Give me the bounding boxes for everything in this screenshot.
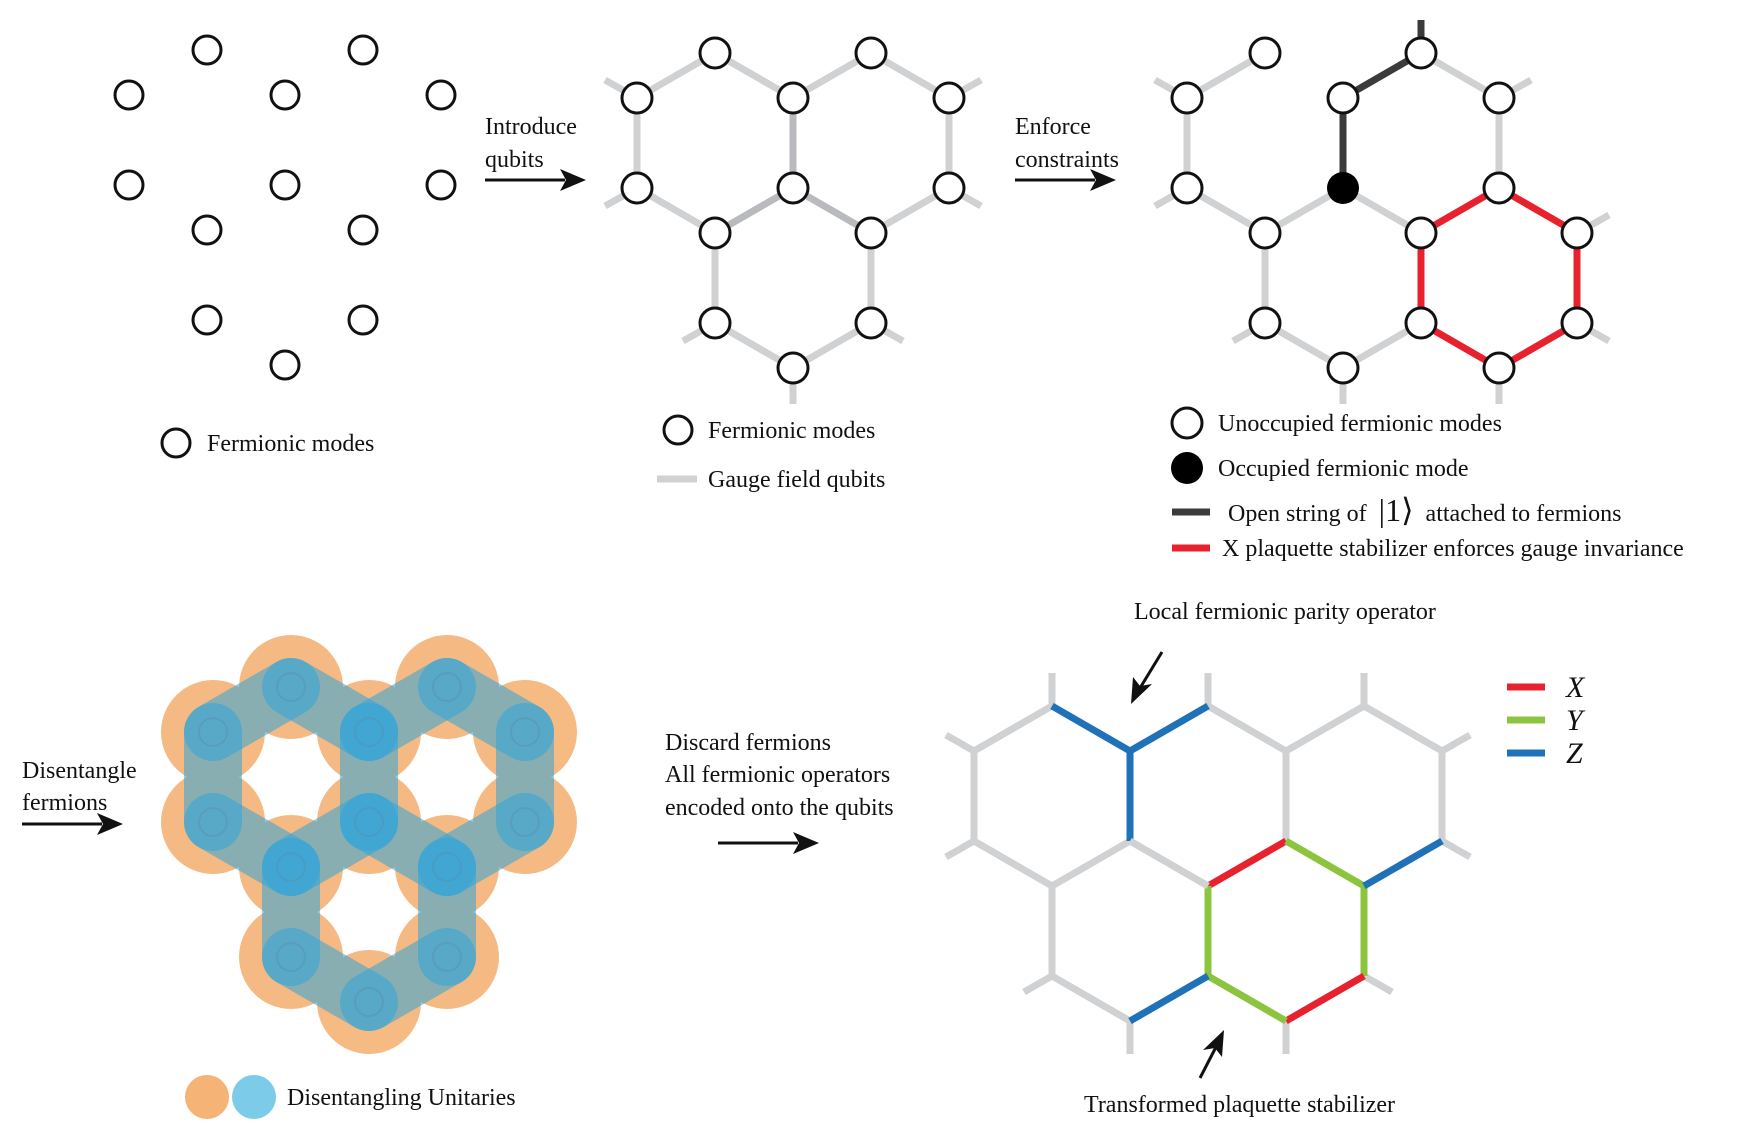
arrow4-line3: encoded onto the qubits	[665, 795, 894, 821]
mode-node	[1482, 171, 1516, 205]
panel-constraints	[1153, 20, 1611, 404]
arrow3-line2: fermions	[22, 790, 107, 816]
mode-node	[698, 306, 732, 340]
legend-y-label: Y	[1566, 704, 1586, 737]
legend-modes-label: Fermionic modes	[207, 431, 374, 457]
mode-node	[854, 36, 888, 70]
arrow3-line1: Disentangle	[22, 758, 137, 784]
mode-node	[1404, 306, 1438, 340]
panel-disentangling	[161, 635, 577, 1054]
arrow4-line1: Discard fermions	[665, 730, 831, 756]
mode-node	[347, 304, 379, 336]
panel-gauge-lattice	[603, 36, 983, 404]
mode-node	[932, 171, 966, 205]
legend-mode-symbol	[662, 414, 694, 446]
mode-node	[1482, 81, 1516, 115]
transformed-plaquette	[1128, 837, 1444, 1025]
mode-node	[776, 351, 810, 385]
mode-node	[425, 169, 457, 201]
mode-node	[854, 306, 888, 340]
mode-node	[1560, 216, 1594, 250]
mode-node	[269, 79, 301, 111]
mode-node	[620, 81, 654, 115]
arrow-disentangle-fermions: Disentangle fermions	[22, 758, 137, 835]
legend-x-label: X	[1565, 671, 1586, 704]
mode-node	[1248, 216, 1282, 250]
annotation-parity-operator: Local fermionic parity operator	[1134, 599, 1436, 625]
mode-node	[269, 349, 301, 381]
mode-node	[1560, 306, 1594, 340]
mode-node	[1248, 306, 1282, 340]
mode-node	[698, 216, 732, 250]
arrow-enforce-constraints: Enforce constraints	[1015, 114, 1119, 191]
pauli-legend: X Y Z	[1507, 671, 1586, 770]
panel-fermionic-modes	[113, 34, 457, 381]
legend-plaquette-label: X plaquette stabilizer enforces gauge in…	[1222, 536, 1684, 562]
x-plaquette-stabilizer	[1417, 184, 1581, 372]
mode-node	[1482, 351, 1516, 385]
mode-node	[1404, 36, 1438, 70]
legend-orange-unitary	[185, 1075, 229, 1119]
mode-node	[347, 214, 379, 246]
legend-modes-label: Fermionic modes	[708, 418, 875, 444]
legend-unitaries-label: Disentangling Unitaries	[287, 1085, 516, 1111]
mode-node	[1170, 81, 1204, 115]
mode-node	[347, 34, 379, 66]
arrow-discard-fermions: Discard fermions All fermionic operators…	[665, 730, 894, 854]
panel-qubit-lattice	[944, 673, 1472, 1054]
legend-gauge-label: Gauge field qubits	[708, 467, 885, 493]
mode-node	[191, 304, 223, 336]
annotation-plaquette-arrow	[1198, 1030, 1224, 1079]
arrow2-line2: constraints	[1015, 147, 1119, 173]
mode-node	[1248, 36, 1282, 70]
legend-unoccupied-symbol	[1170, 406, 1204, 440]
mode-node	[620, 171, 654, 205]
legend-occupied-label: Occupied fermionic mode	[1218, 456, 1469, 482]
arrow2-line1: Enforce	[1015, 114, 1091, 140]
mode-node	[113, 79, 145, 111]
legend-blue-unitary	[232, 1075, 276, 1119]
blue-unitaries	[184, 658, 554, 1031]
mode-node	[1326, 351, 1360, 385]
parity-operator-z	[1050, 702, 1210, 841]
arrow4-line2: All fermionic operators	[665, 762, 890, 788]
mode-node	[1170, 171, 1204, 205]
mode-node	[776, 81, 810, 115]
mode-node	[269, 169, 301, 201]
legend-occupied-symbol	[1171, 452, 1203, 484]
arrow1-line2: qubits	[485, 147, 544, 173]
mode-node	[776, 171, 810, 205]
legend-z-label: Z	[1566, 737, 1583, 770]
annotation-transformed-plaquette: Transformed plaquette stabilizer	[1084, 1092, 1395, 1118]
annotation-parity-arrow	[1131, 651, 1164, 704]
mode-node	[113, 169, 145, 201]
arrow-introduce-qubits: Introduce qubits	[485, 114, 586, 191]
mode-node	[425, 79, 457, 111]
mode-node	[1404, 216, 1438, 250]
mode-node	[932, 81, 966, 115]
mode-node	[191, 34, 223, 66]
legend-unoccupied-label: Unoccupied fermionic modes	[1218, 411, 1502, 437]
mode-node	[1326, 81, 1360, 115]
occupied-mode-node	[1327, 172, 1359, 204]
arrow1-line1: Introduce	[485, 114, 577, 140]
mode-node	[854, 216, 888, 250]
legend-mode-symbol	[160, 427, 192, 459]
mode-node	[191, 214, 223, 246]
mode-node	[698, 36, 732, 70]
legend-string-label: Open string of|1⟩attached to fermions	[1228, 492, 1621, 528]
